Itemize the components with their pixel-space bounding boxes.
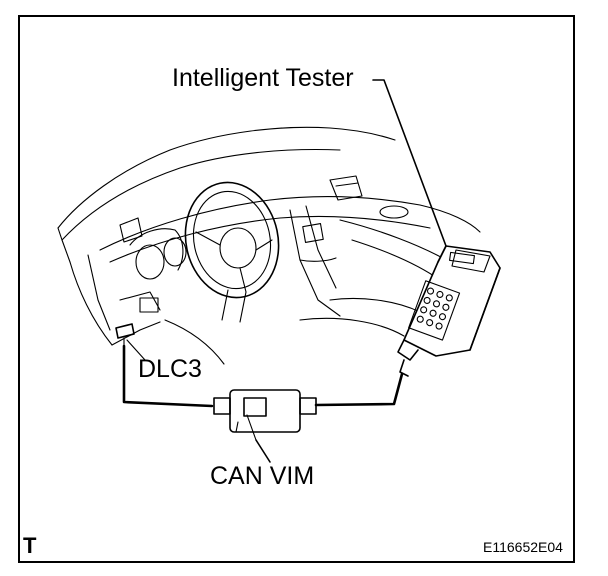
intelligent-tester-device <box>397 245 501 377</box>
dlc3-label: DLC3 <box>138 355 202 383</box>
figure-code: E116652E04 <box>483 539 563 555</box>
intelligent-tester-label: Intelligent Tester <box>172 64 354 92</box>
dlc3-connector <box>115 323 146 361</box>
car-interior <box>57 126 481 365</box>
leader-lines <box>255 79 447 463</box>
diagnostic-cables <box>122 344 404 408</box>
can-vim-module <box>213 389 317 441</box>
can-vim-label: CAN VIM <box>210 462 315 490</box>
corner-mark: T <box>23 533 37 558</box>
